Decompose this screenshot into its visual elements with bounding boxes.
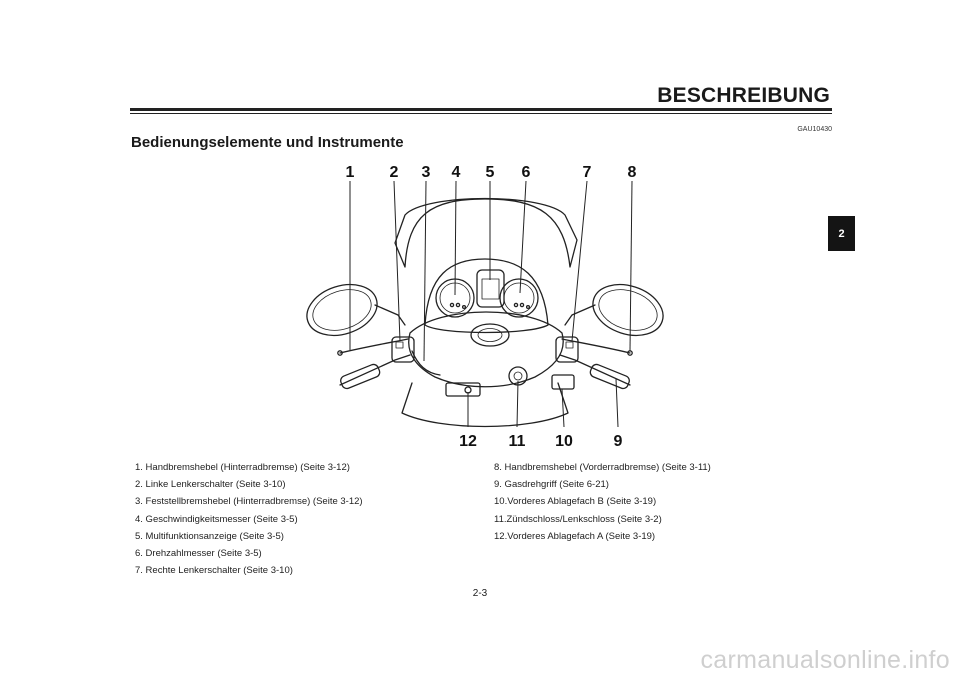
legend-item: 11.Zündschloss/Lenkschloss (Seite 3-2): [494, 513, 662, 525]
page-number: 2-3: [472, 588, 488, 599]
lower-panel: [401, 382, 569, 428]
legend-item: 10.Vorderes Ablagefach B (Seite 3-19): [494, 496, 657, 508]
left-brake-lever: [339, 338, 409, 354]
left-handlebar: [339, 354, 411, 386]
left-mirror: [306, 283, 378, 337]
legend-item: 6. Drehzahlmesser (Seite 3-5): [135, 548, 262, 560]
legend-item: 5. Multifunktionsanzeige (Seite 3-5): [135, 530, 284, 542]
cowl-emblem: [470, 323, 510, 347]
callout-5: 5: [486, 164, 495, 181]
legend-item: 8. Handbremshebel (Vorderradbremse) (Sei…: [494, 462, 711, 473]
callout-11: 11: [509, 433, 526, 450]
callout-10: 10: [555, 433, 573, 450]
chapter-tab[interactable]: 2: [828, 216, 855, 251]
section-title: Bedienungselemente und Instrumente: [131, 134, 404, 151]
legend-item: 9. Gasdrehgriff (Seite 6-21): [494, 479, 609, 491]
right-grip: [589, 363, 630, 390]
callout-9: 9: [614, 433, 623, 450]
left-switch-housing: [391, 336, 415, 363]
legend-left-column: 1. Handbremshebel (Hinterradbremse) (Sei…: [135, 459, 465, 579]
right-switch-housing: [555, 336, 579, 363]
front-storage-a-lid: [445, 382, 481, 397]
callout-8: 8: [628, 164, 637, 181]
parking-brake-lever: [411, 350, 441, 376]
front-storage-b-lid: [551, 374, 575, 390]
legend-item: 12.Vorderes Ablagefach A (Seite 3-19): [494, 530, 656, 542]
legend-item: 2. Linke Lenkerschalter (Seite 3-10): [135, 479, 286, 491]
legend-item: 4. Geschwindigkeitsmesser (Seite 3-5): [135, 513, 298, 525]
scooter-handlebar-diagram: 1 2 3 4 5 6 7 8 12 11 10 9: [306, 164, 664, 450]
left-grip: [340, 363, 381, 390]
header-rule-thick: [130, 108, 832, 111]
right-handlebar: [559, 354, 631, 386]
callout-2: 2: [390, 164, 399, 181]
page-header-title: BESCHREIBUNG: [657, 84, 830, 107]
right-brake-lever: [561, 338, 631, 354]
legend-right-column: 8. Handbremshebel (Vorderradbremse) (Sei…: [494, 459, 824, 545]
callout-1: 1: [346, 164, 355, 181]
header-rule-thin: [130, 113, 832, 114]
front-cowl: [408, 311, 564, 388]
right-mirror: [592, 283, 664, 337]
tachometer-dial: [499, 278, 539, 318]
callout-7: 7: [583, 164, 592, 181]
watermark: carmanualsonline.info: [700, 646, 950, 674]
callout-4: 4: [452, 164, 461, 181]
document-code: GAU10430: [797, 126, 832, 133]
legend-item: 3. Feststellbremshebel (Hinterradbremse)…: [135, 496, 363, 508]
callout-6: 6: [522, 164, 531, 181]
callout-3: 3: [422, 164, 431, 181]
callout-12: 12: [459, 433, 477, 450]
instrument-cluster-housing: [424, 258, 549, 334]
legend-item: 1. Handbremshebel (Hinterradbremse) (Sei…: [135, 462, 350, 473]
windscreen-outline: [394, 197, 578, 268]
legend-item: 7. Rechte Lenkerschalter (Seite 3-10): [135, 565, 293, 577]
